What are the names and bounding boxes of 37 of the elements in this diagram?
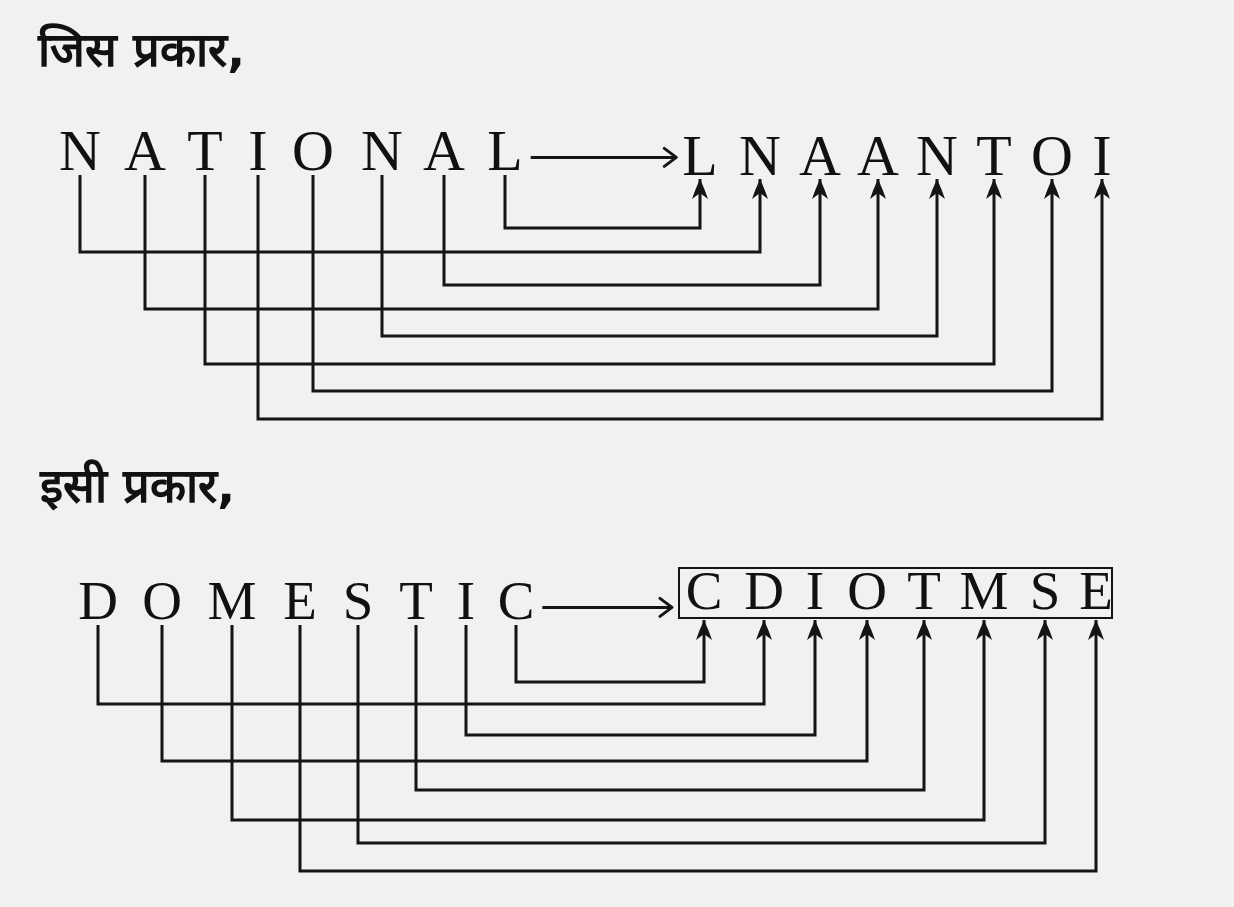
letter: A: [124, 131, 166, 175]
letter: A: [423, 131, 465, 175]
letter: N: [361, 131, 403, 175]
letter: D: [78, 581, 118, 625]
letter: D: [744, 571, 784, 615]
letter: S: [1029, 571, 1061, 615]
letter: I: [248, 131, 268, 175]
letter: E: [283, 581, 317, 625]
arrow: [530, 146, 678, 168]
letter: L: [487, 131, 523, 175]
letter: T: [976, 136, 1012, 176]
letter: C: [685, 571, 723, 615]
letter: A: [857, 136, 899, 176]
letter: I: [456, 581, 476, 625]
section-heading: इसी प्रकार,: [40, 458, 236, 514]
letter: S: [342, 581, 374, 625]
letter: T: [907, 571, 941, 615]
letter: T: [187, 131, 223, 175]
letter: I: [1092, 136, 1112, 176]
letter: O: [142, 581, 182, 625]
letter: O: [847, 571, 887, 615]
arrow: [542, 596, 674, 618]
letter: A: [799, 136, 841, 176]
letter: I: [805, 571, 825, 615]
answer-frame: [678, 567, 1113, 619]
letter: O: [292, 131, 334, 175]
letter: L: [682, 136, 718, 176]
letter: N: [739, 136, 781, 176]
letter: E: [1079, 571, 1113, 615]
letter: M: [207, 581, 257, 625]
section-heading: जिस प्रकार,: [38, 22, 246, 78]
letter: C: [497, 581, 535, 625]
letter: M: [959, 571, 1009, 615]
letter: O: [1031, 136, 1073, 176]
letter: N: [916, 136, 958, 176]
letter: N: [59, 131, 101, 175]
letter: T: [399, 581, 433, 625]
